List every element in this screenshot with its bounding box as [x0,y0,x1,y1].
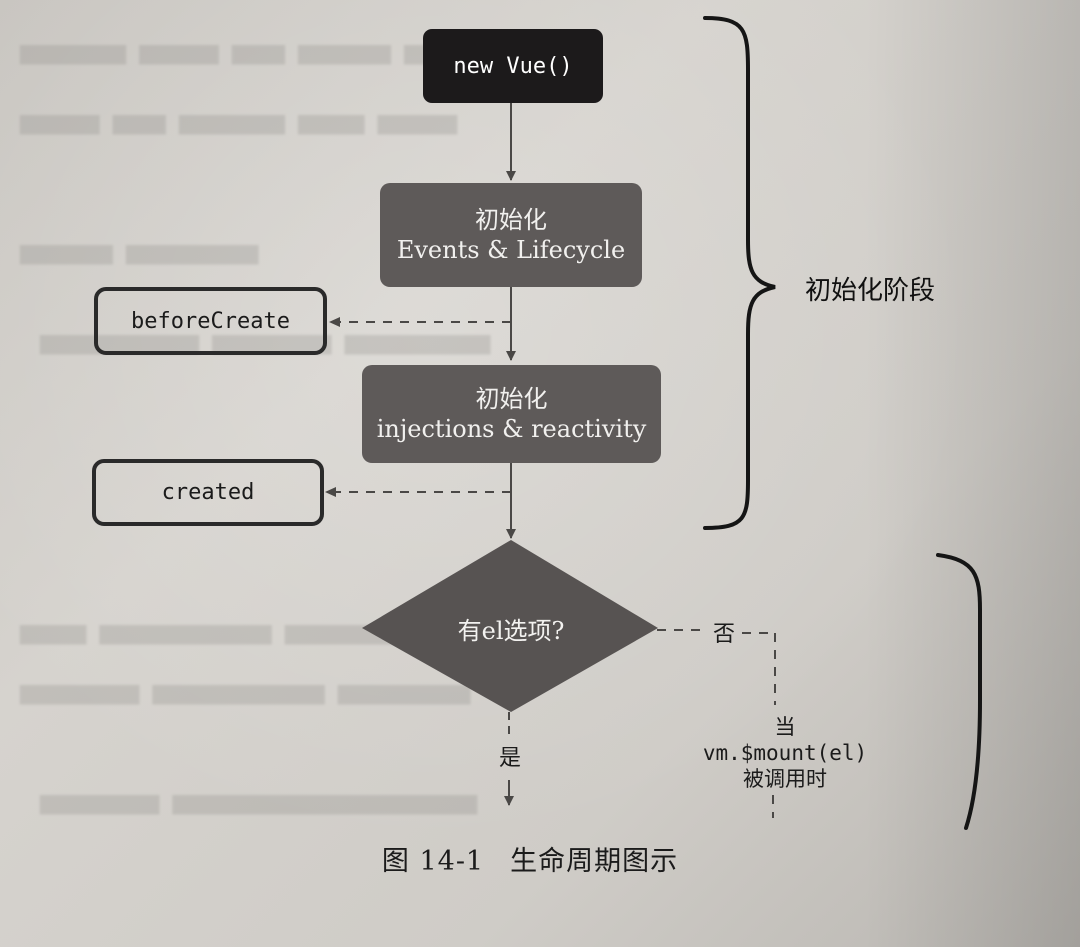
before-create-label: beforeCreate [131,308,290,334]
init-stage-brace [703,16,776,530]
decision-label: 有el选项? [457,616,565,645]
init-injections-title: 初始化 [475,385,548,413]
start-node-label: new Vue() [453,53,573,79]
figure-caption-title: 生命周期图示 [510,845,679,877]
init-injections-subtitle: injections & reactivity [376,415,647,443]
init-events-subtitle: Events & Lifecycle [396,236,626,264]
init-events-box [380,183,642,287]
before-create-box [94,287,327,355]
created-box [92,459,324,526]
mount-stage-brace [936,553,982,830]
mount-note: 当 vm.$mount(el) 被调用时 [680,708,890,798]
init-stage-label: 初始化阶段 [804,275,935,306]
figure-caption: 图 14-1 生命周期图示 [340,836,720,880]
decision-diamond [362,540,658,712]
init-events-label: 初始化 Events & Lifecycle [380,183,642,287]
mount-note-line1: 当 [774,715,796,739]
mount-note-line3: 被调用时 [743,767,827,791]
start-node-box [423,29,603,103]
branch-no-label: 否 [712,622,735,647]
created-label: created [161,480,255,505]
figure-caption-number: 图 14-1 [381,845,485,877]
init-injections-label: 初始化 injections & reactivity [362,365,661,463]
mount-note-line2: vm.$mount(el) [702,741,868,765]
init-events-title: 初始化 [475,206,547,234]
branch-yes-label: 是 [498,746,521,771]
init-injections-box [362,365,661,463]
